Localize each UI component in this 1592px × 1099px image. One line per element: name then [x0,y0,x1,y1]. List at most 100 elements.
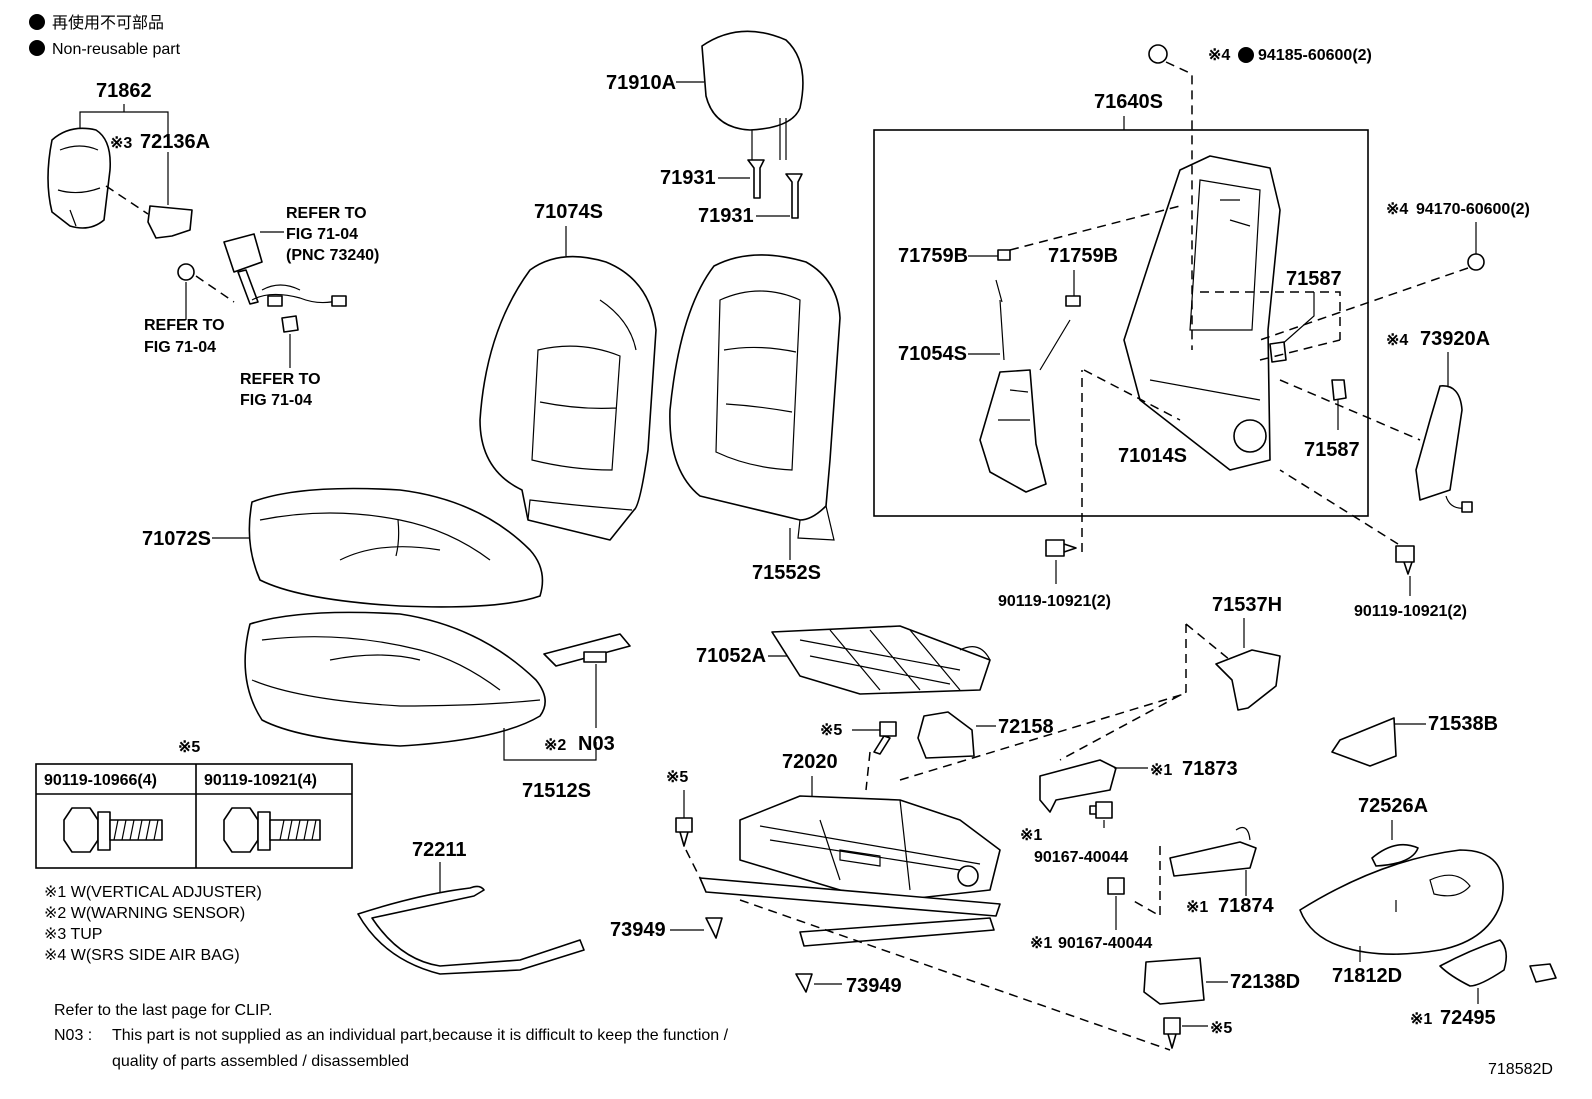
marker-1-a: ※1 [1150,762,1172,779]
cover-71873-part [1039,759,1117,813]
bolt-table: ※5 90119-10966(4) 90119-10921(4) [35,739,353,869]
seat-track-group: 72020 [699,693,1185,1051]
marker-5-a: ※5 [820,722,842,739]
bolt-icon [873,721,897,755]
seatback-pad-group: 71552S [669,254,841,584]
clip-note: Refer to the last page for CLIP. [54,1002,273,1019]
bolt-a-icon [1045,539,1077,557]
cover-71874-part [1169,841,1257,877]
label-71931-b: 71931 [698,205,754,227]
label-90167-40044-a: 90167-40044 [1034,849,1128,866]
marker-3: ※3 [110,135,132,152]
clip-73949-b [795,973,813,993]
cushion-pad-part [244,611,546,747]
legend: 再使用不可部品 Non-reusable part [29,14,181,58]
label-72495: 72495 [1440,1007,1496,1029]
bolt-icon [675,817,693,847]
shield-71812D-part [1299,849,1504,955]
airbag-part [1415,385,1463,501]
bolt-group-90119: 90119-10921(2) 90119-10921(2) [998,370,1467,620]
non-reusable-dot-icon [1238,47,1254,63]
part-73949: 73949 73949 [610,917,902,997]
seat-belt-group: REFER TO FIG 71-04 (PNC 73240) REFER TO … [144,205,379,409]
label-90119-10921-b: 90119-10921(2) [1354,603,1467,620]
seatback-cover-group: 71074S [479,201,657,541]
label-94170-60600: 94170-60600(2) [1416,201,1530,218]
part-71873: ※1 71873 ※1 90167-40044 [1020,758,1238,866]
shield-group: 72526A 71812D [1299,795,1557,987]
label-N03: N03 [578,733,615,755]
footnote-2: ※2 W(WARNING SENSOR) [44,905,245,922]
legend-english: Non-reusable part [52,41,181,58]
refer-a-line2: FIG 71-04 [286,226,358,243]
label-71910A: 71910A [606,72,676,94]
seatback-cover-part [479,255,657,541]
refer-b-line2: FIG 71-04 [144,339,216,356]
spring-group: 71052A [696,625,991,695]
screw-icon [1089,801,1113,819]
label-72136A: 72136A [140,131,210,153]
label-73949-b: 73949 [846,975,902,997]
refer-b-line1: REFER TO [144,317,225,334]
label-94185-60600: 94185-60600(2) [1258,47,1372,64]
headrest-guide-b [785,173,803,219]
label-72526A: 72526A [1358,795,1428,817]
label-72138D: 72138D [1230,971,1300,993]
label-71054S: 71054S [898,343,967,365]
marker-4-b: ※4 [1386,201,1408,218]
label-90167-40044-b: 90167-40044 [1058,935,1152,952]
bracket-71538B-part [1331,717,1397,767]
part-72138D: 72138D ※5 [1143,957,1300,1049]
label-71862: 71862 [96,80,152,102]
part-71874: ※1 71874 ※1 90167-40044 [1030,827,1274,952]
label-71587-a: 71587 [1286,268,1342,290]
seatback-frame-part [1123,155,1281,471]
label-71873: 71873 [1182,758,1238,780]
bracket-72136A [147,205,193,239]
footnote-1: ※1 W(VERTICAL ADJUSTER) [44,884,262,901]
figure-id: 718582D [1488,1061,1553,1078]
non-reusable-dot-icon [29,14,45,30]
nut-icon [1148,44,1168,64]
marker-5-b: ※5 [666,769,688,786]
headrest-group: 71910A 71931 71931 [606,30,804,227]
bolt-90119-10966-icon [63,807,163,853]
bolt-5-b: ※5 [666,769,701,879]
bolt-icon [1163,1017,1181,1049]
n03-note-label: N03 : [54,1027,92,1044]
label-71812D: 71812D [1332,965,1402,987]
lumbar-support-part [979,369,1047,493]
seatback-pad-part [669,254,841,521]
seat-frame-box: 71640S 71014S 71054S 71759B 71759B 71587… [873,91,1369,517]
refer-c-line2: FIG 71-04 [240,392,312,409]
non-reusable-dot-icon [29,40,45,56]
nut-icon [1467,253,1485,271]
cover-72158-part [917,711,975,759]
refer-c-line1: REFER TO [240,371,321,388]
bolt-90119-10921-icon [223,807,321,853]
wire-72211-part [357,885,585,975]
label-72020: 72020 [782,751,838,773]
knob-72495-part [1439,939,1508,987]
footnote-4: ※4 W(SRS SIDE AIR BAG) [44,947,240,964]
part-72158: 72158 ※5 [820,711,1054,791]
part-72211: 72211 [357,839,585,975]
label-71538B: 71538B [1428,713,1498,735]
nut-group: ※4 94185-60600(2) ※4 94170-60600(2) [1148,44,1530,350]
bracket-71537H-part [1215,649,1281,711]
screw-icon [1529,963,1557,983]
footnotes: ※1 W(VERTICAL ADJUSTER) ※2 W(WARNING SEN… [44,884,262,964]
part-71537H: 71537H [1059,594,1282,761]
clip-71759B-b [1065,295,1081,307]
bolt-table-col1: 90119-10966(4) [44,772,157,789]
marker-1-d: ※1 [1030,935,1052,952]
n03-note-line2: quality of parts assembled / disassemble… [112,1053,409,1070]
cushion-cover-part [248,487,544,608]
n03-note-line1: This part is not supplied as an individu… [112,1027,729,1044]
seat-rail-b [799,917,995,947]
label-71052A: 71052A [696,645,766,667]
notes: Refer to the last page for CLIP. N03 : T… [54,1002,729,1070]
sensor-part [543,633,631,667]
knob-72526A-part [1371,843,1419,867]
